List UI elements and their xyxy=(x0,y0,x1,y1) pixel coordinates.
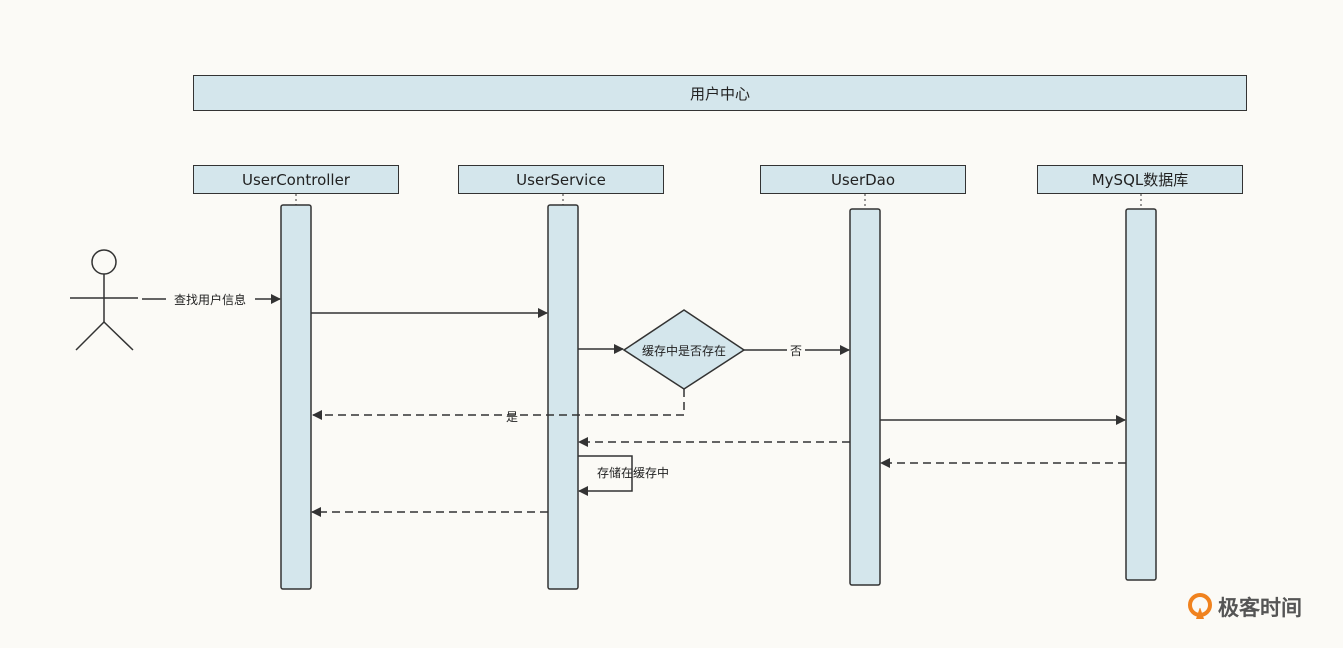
lifeline-connectors xyxy=(295,194,1142,209)
request-label: 查找用户信息 xyxy=(174,292,246,307)
lifeline-mysql: MySQL数据库 xyxy=(1037,165,1243,194)
self-message-label: 存储在缓存中 xyxy=(597,465,669,480)
activation-userdao xyxy=(849,208,881,586)
lifeline-userdao: UserDao xyxy=(760,165,966,194)
watermark-text: 极客时间 xyxy=(1218,596,1302,620)
decision-yes-return-arrow xyxy=(312,389,685,420)
actor-figure xyxy=(70,249,138,351)
activation-mysql xyxy=(1125,208,1157,581)
decision-no-label: 否 xyxy=(790,344,802,358)
lifeline-userservice: UserService xyxy=(458,165,664,194)
activation-userservice xyxy=(547,204,579,590)
geektime-logo-icon xyxy=(1188,593,1212,619)
decision-label: 缓存中是否存在 xyxy=(642,343,726,358)
decision-yes-label: 是 xyxy=(506,410,518,424)
self-message-arrow xyxy=(578,455,633,496)
activation-usercontroller xyxy=(280,204,312,590)
watermark: 极客时间 xyxy=(1186,592,1302,622)
frame-title: 用户中心 xyxy=(193,75,1247,111)
lifeline-usercontroller: UserController xyxy=(193,165,399,194)
